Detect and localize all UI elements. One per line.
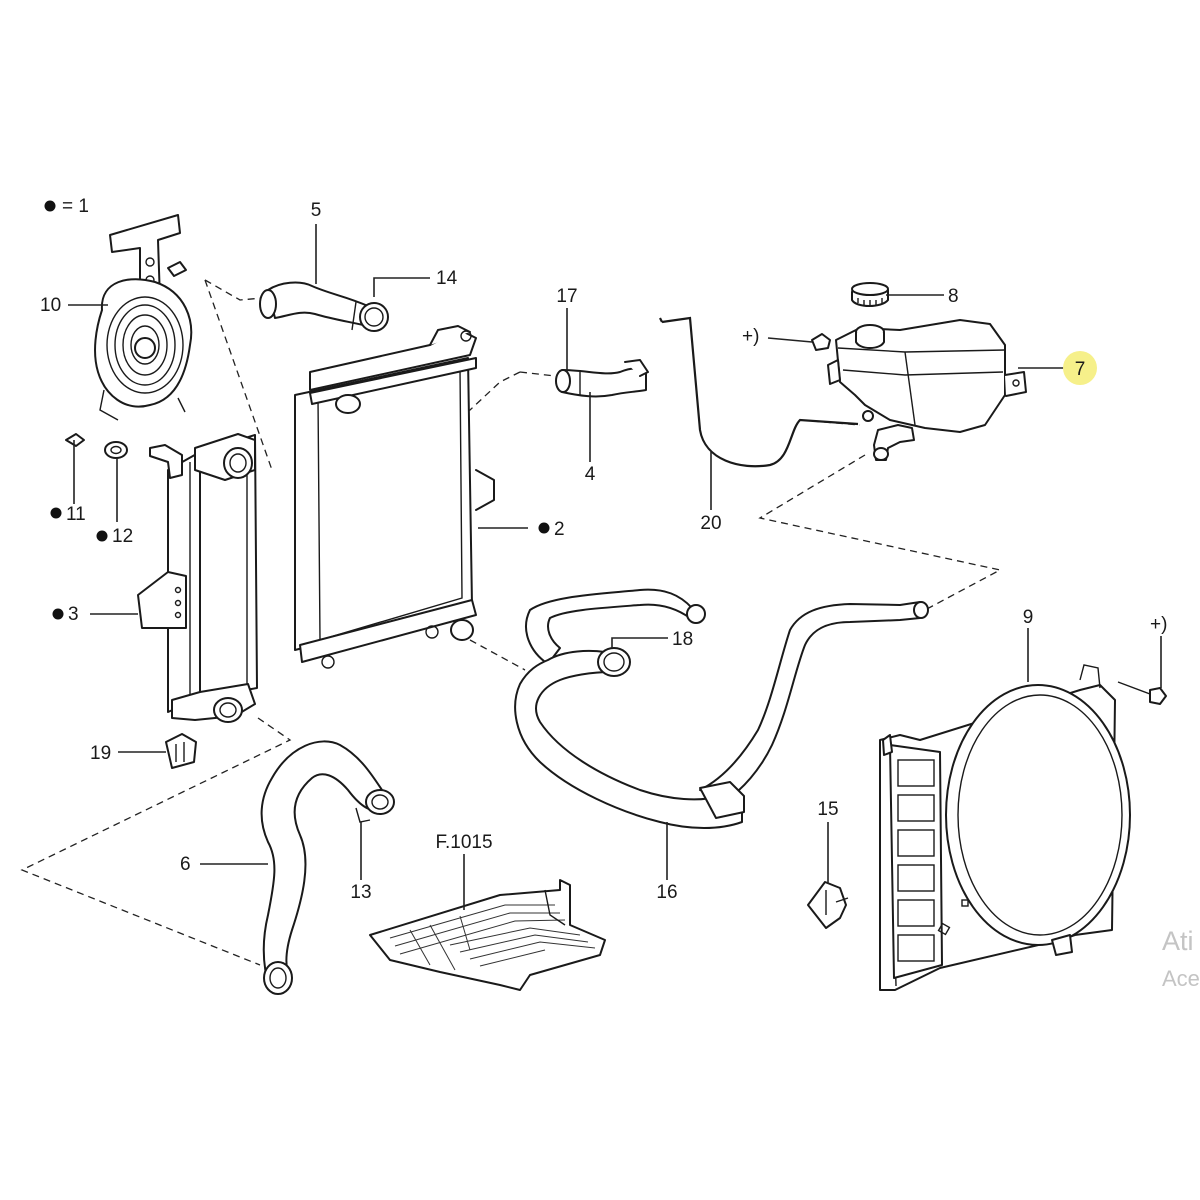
callout-16: 16	[656, 882, 677, 903]
lower-hose-part-16	[514, 588, 929, 829]
callout-8: 8	[948, 286, 959, 307]
callout-labels: 5 14 17 4 10 11 12 3 2 19 8 7 +) 20 9 +)…	[40, 200, 1167, 903]
callout-15: 15	[817, 799, 838, 820]
callout-18: 18	[672, 629, 693, 650]
callout-19: 19	[90, 743, 111, 764]
bracket-part-15	[807, 881, 849, 929]
callout-2: 2	[554, 519, 565, 540]
overflow-tube-part-20	[659, 316, 859, 468]
callout-10: 10	[40, 295, 61, 316]
callout-17: 17	[556, 286, 577, 307]
callout-11: 11	[66, 504, 86, 525]
callout-5: 5	[311, 200, 322, 221]
intercooler-part-3	[137, 433, 258, 723]
legend-bullet	[44, 200, 56, 212]
intercooler-hose-part-6	[260, 740, 395, 995]
watermark-line-2: Ace	[1162, 966, 1200, 991]
screw-near-tank	[811, 333, 831, 351]
callout-7-highlight	[1063, 351, 1097, 385]
callout-f1015: F.1015	[435, 832, 492, 853]
reservoir-cap-part-8	[851, 282, 889, 307]
callout-plus-shroud: +)	[1150, 614, 1167, 635]
legend: = 1	[44, 196, 89, 217]
callout-3: 3	[68, 604, 79, 625]
callout-12: 12	[112, 526, 133, 547]
expansion-tank-part-7	[827, 319, 1027, 461]
upper-hose-part-5	[259, 281, 389, 332]
bolt-shroud	[1117, 681, 1167, 705]
elbow-hose-part-4	[555, 359, 649, 398]
watermark: Ati Ace	[1162, 926, 1200, 991]
callout-7: 7	[1075, 359, 1086, 380]
grommet-part-12	[104, 441, 128, 459]
callout-bullets	[50, 507, 550, 620]
callout-20: 20	[700, 513, 721, 534]
under-tray-f1015	[369, 879, 606, 991]
fan-motor-assembly	[94, 214, 193, 421]
watermark-line-1: Ati	[1162, 926, 1194, 956]
callout-4: 4	[585, 464, 596, 485]
fan-shroud-part-9	[879, 664, 1131, 991]
legend-text: = 1	[62, 196, 89, 217]
callout-9: 9	[1023, 607, 1034, 628]
callout-6: 6	[180, 854, 191, 875]
leader-lines	[68, 224, 1162, 910]
callout-14: 14	[436, 268, 458, 289]
radiator-part-2	[294, 325, 495, 669]
callout-13: 13	[350, 882, 371, 903]
sensor-part-19	[165, 733, 197, 769]
clip-part-11	[65, 433, 85, 447]
callout-plus-tank: +)	[742, 326, 759, 347]
